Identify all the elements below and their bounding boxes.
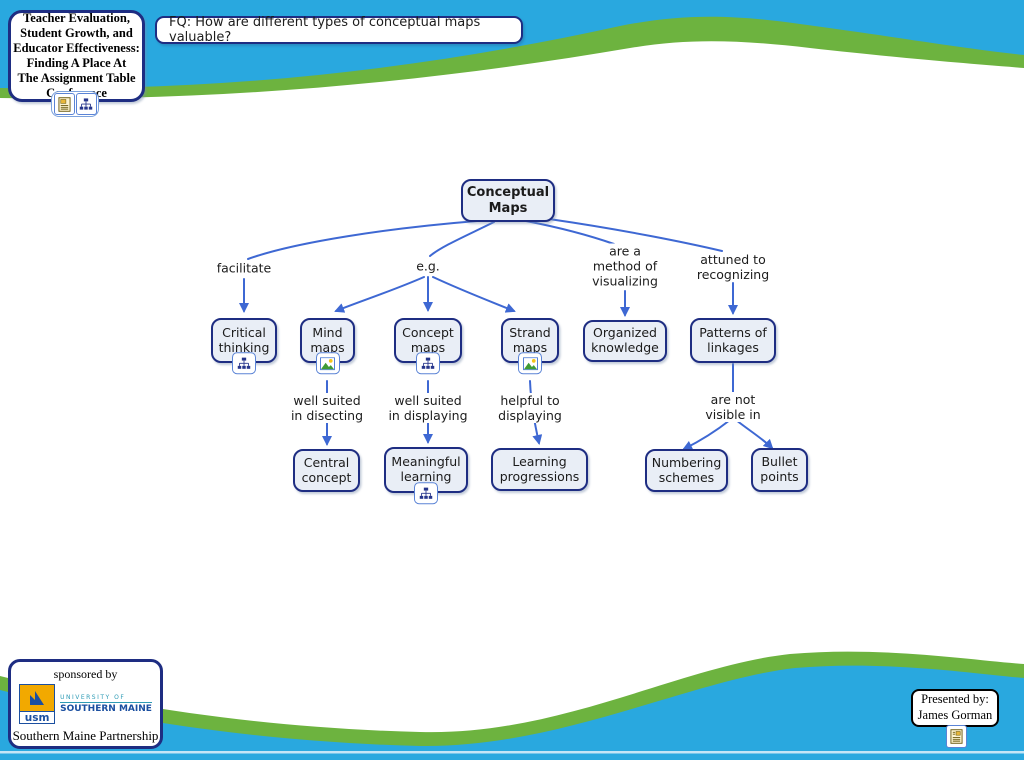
document-icon[interactable] xyxy=(946,725,967,748)
link-label-well-suited-displaying[interactable]: well suited in displaying xyxy=(385,393,471,423)
usm-acronym: usm xyxy=(20,710,55,723)
usm-logo-mark: usm xyxy=(19,684,56,724)
sitemap-icon[interactable] xyxy=(416,352,440,375)
focus-question-box[interactable]: FQ: How are different types of conceptua… xyxy=(155,15,523,45)
image-icon[interactable] xyxy=(518,352,542,375)
title-resource-icons[interactable] xyxy=(51,91,99,117)
link-label-eg[interactable]: e.g. xyxy=(413,258,443,274)
node-conceptual-maps[interactable]: Conceptual Maps xyxy=(461,179,555,222)
node-organized-knowledge[interactable]: Organized knowledge xyxy=(583,320,667,362)
node-learning-progressions[interactable]: Learning progressions xyxy=(491,448,588,491)
node-strand-maps[interactable]: Strand maps xyxy=(501,318,559,375)
sitemap-icon[interactable] xyxy=(75,93,97,115)
presenter-box[interactable]: Presented by: James Gorman xyxy=(911,689,999,727)
partnership-label: Southern Maine Partnership xyxy=(12,728,159,743)
link-label-helpful-displaying[interactable]: helpful to displaying xyxy=(495,393,565,423)
node-label: Critical thinking xyxy=(218,324,270,355)
node-label: Mind maps xyxy=(310,324,345,355)
node-concept-maps[interactable]: Concept maps xyxy=(394,318,462,375)
node-label: Meaningful learning xyxy=(391,454,461,484)
node-critical-thinking[interactable]: Critical thinking xyxy=(211,318,277,375)
sitemap-icon[interactable] xyxy=(232,352,256,375)
node-label: Concept maps xyxy=(402,324,454,355)
node-numbering-schemes[interactable]: Numbering schemes xyxy=(645,449,728,492)
university-of-text: UNIVERSITY OF xyxy=(60,694,152,703)
node-label: Strand maps xyxy=(509,324,551,355)
node-patterns-of-linkages[interactable]: Patterns of linkages xyxy=(690,318,776,363)
usm-logo: usm UNIVERSITY OF SOUTHERN MAINE xyxy=(11,684,160,724)
sponsored-by-label: sponsored by xyxy=(53,667,118,681)
link-label-method-of-visualizing[interactable]: are a method of visualizing xyxy=(589,243,661,289)
link-label-facilitate[interactable]: facilitate xyxy=(213,260,275,276)
link-label-well-suited-disecting[interactable]: well suited in disecting xyxy=(287,393,367,423)
node-mind-maps[interactable]: Mind maps xyxy=(300,318,355,375)
document-icon[interactable] xyxy=(53,93,75,115)
node-meaningful-learning[interactable]: Meaningful learning xyxy=(384,447,468,505)
southern-maine-text: SOUTHERN MAINE xyxy=(60,704,152,714)
link-label-attuned-to-recognizing[interactable]: attuned to recognizing xyxy=(693,252,773,282)
usm-sail-glyph xyxy=(30,690,45,705)
image-icon[interactable] xyxy=(315,352,340,375)
focus-question-text: FQ: How are different types of conceptua… xyxy=(169,15,481,45)
node-central-concept[interactable]: Central concept xyxy=(293,449,360,492)
node-bullet-points[interactable]: Bullet points xyxy=(751,448,808,492)
conference-title-box[interactable]: Teacher Evaluation, Student Growth, and … xyxy=(8,10,145,102)
sponsor-box[interactable]: sponsored by usm UNIVERSITY OF SOUTHERN … xyxy=(8,659,163,749)
sitemap-icon[interactable] xyxy=(414,482,438,505)
link-label-are-not-visible-in[interactable]: are not visible in xyxy=(702,392,764,422)
